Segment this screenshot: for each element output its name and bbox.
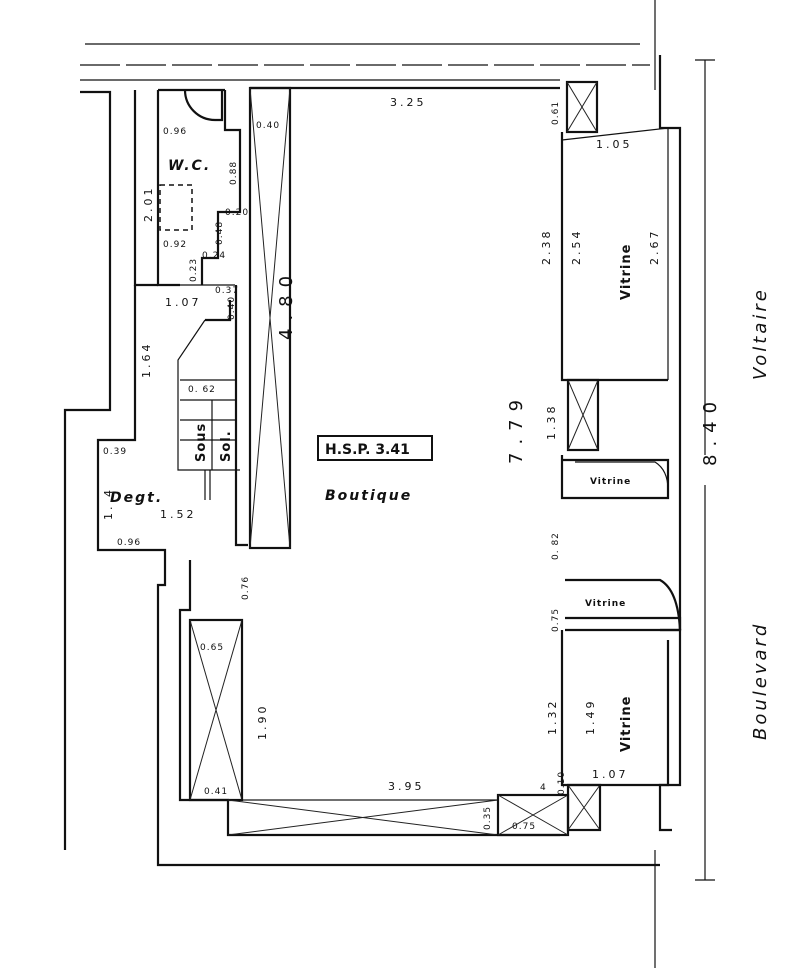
- dim-wc-023: 0.23: [189, 258, 199, 282]
- dim-164: 1.64: [140, 342, 153, 379]
- dim-076: 0.76: [241, 576, 251, 600]
- dim-column-height: 4.80: [276, 268, 297, 340]
- dim-front-total: 8.40: [700, 394, 721, 466]
- street-lines-top: [80, 0, 715, 968]
- dim-065: 0.65: [200, 643, 224, 653]
- vitrine-label-small-lower: Vitrine: [585, 599, 626, 609]
- neighbour-wall: [63, 90, 112, 850]
- dim-f-061: 0.61: [551, 101, 561, 125]
- dim-040: 0.40: [227, 296, 237, 320]
- dim-f-254: 2.54: [570, 229, 583, 266]
- dim-wc-092: 0.92: [163, 240, 187, 250]
- dim-f-082: 0. 82: [551, 532, 561, 560]
- dim-wc-096: 0.96: [163, 127, 187, 137]
- dim-bottom-width: 3.95: [388, 780, 425, 793]
- dim-wc-201: 2.01: [142, 186, 155, 223]
- dim-096b: 0.96: [117, 538, 141, 548]
- room-label-wc: W.C.: [168, 158, 211, 174]
- dim-wc-048: 0.48: [215, 221, 225, 245]
- vitrines: [560, 127, 682, 787]
- dim-f-138: 1.38: [545, 404, 558, 441]
- dim-col-040: 0.40: [256, 121, 280, 131]
- wc-room: [156, 89, 242, 287]
- dim-f-105: 1.05: [596, 138, 633, 151]
- dim-190: 1.90: [256, 704, 269, 741]
- street-voltaire: Voltaire: [750, 287, 771, 380]
- dim-f-132: 1.32: [546, 699, 559, 736]
- outer-walls: [96, 55, 682, 867]
- hsp-label: H.S.P. 3.41: [325, 442, 410, 458]
- dim-14: 1. 4: [102, 487, 115, 520]
- dim-039: 0.39: [103, 447, 127, 457]
- bottom-beam: [227, 793, 570, 837]
- dim-107: 1.07: [165, 296, 202, 309]
- dim-top-width: 3.25: [390, 96, 427, 109]
- vitrine-label-upper: Vitrine: [619, 244, 634, 300]
- dim-f-075: 0.75: [551, 608, 561, 632]
- dim-035: 0.35: [483, 806, 493, 830]
- dim-062: 0. 62: [188, 385, 216, 395]
- vitrine-label-lower: Vitrine: [619, 696, 634, 752]
- dim-075b: 0.75: [512, 822, 536, 832]
- hsp-box: [317, 435, 433, 461]
- lower-left-column: [188, 618, 244, 802]
- dim-037: 0.37: [215, 286, 239, 296]
- room-label-degt: Degt.: [110, 490, 163, 506]
- vitrine-label-small-upper: Vitrine: [590, 477, 631, 487]
- dim-f-267: 2.67: [648, 229, 661, 266]
- sol-label: Sol.: [219, 430, 234, 462]
- dim-depth-total: 7.79: [506, 392, 527, 464]
- dim-wc-024: 0.24: [202, 251, 226, 261]
- dim-010: 0.10: [557, 771, 567, 795]
- sous-label: Sous: [194, 423, 209, 462]
- dim-f-149: 1.49: [584, 699, 597, 736]
- central-column: [248, 86, 292, 550]
- dim-f-238: 2.38: [540, 229, 553, 266]
- dim-wc-020: 0.20: [225, 208, 249, 218]
- room-label-boutique: Boutique: [325, 488, 412, 504]
- dim-4: 4: [540, 783, 547, 793]
- dim-wc-088: 0.88: [229, 161, 239, 185]
- street-boulevard: Boulevard: [750, 622, 771, 740]
- dim-f-107: 1.07: [592, 768, 629, 781]
- dim-152: 1.52: [160, 508, 197, 521]
- dim-041: 0.41: [204, 787, 228, 797]
- stairs-sous-sol: [177, 285, 248, 547]
